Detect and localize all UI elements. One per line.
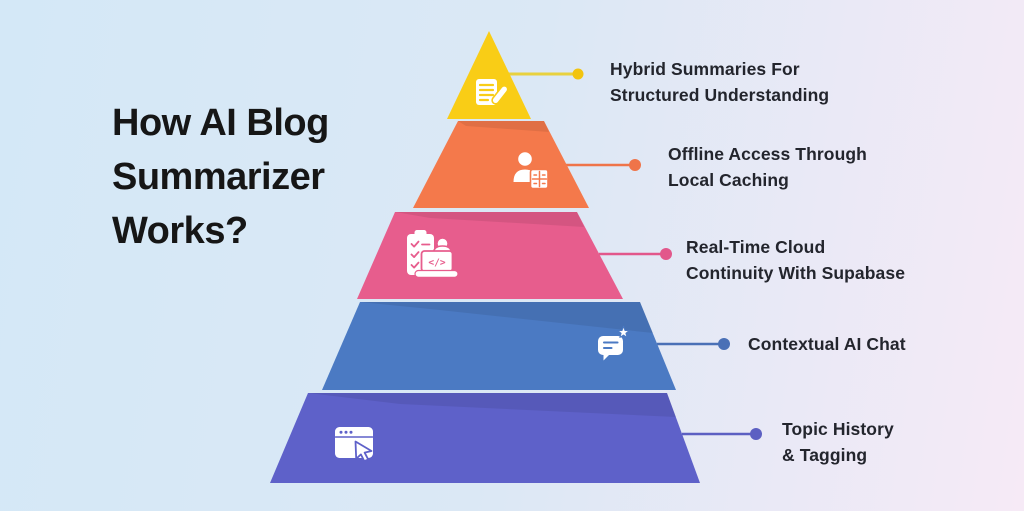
pyramid-level-hybrid-summaries [447, 31, 584, 119]
user-schedule-icon [513, 152, 549, 190]
note-pencil-icon [476, 79, 509, 105]
label-line: Real-Time Cloud [686, 237, 826, 257]
level-label-topic-history: Topic History & Tagging [782, 416, 894, 468]
pyramid-level-realtime-cloud: </> [357, 212, 672, 299]
level-label-contextual-ai-chat: Contextual AI Chat [748, 331, 906, 357]
pyramid-level-topic-history [270, 393, 762, 483]
label-line: Continuity With Supabase [686, 263, 906, 283]
label-line: Local Caching [668, 170, 789, 190]
code-glyph: </> [428, 258, 445, 269]
label-line: Topic History [782, 419, 894, 439]
label-line: Offline Access Through [668, 144, 867, 164]
segment-4-fold-shade [360, 302, 653, 333]
label-line: Hybrid Summaries For [610, 59, 800, 79]
pyramid-level-contextual-ai-chat [322, 302, 730, 390]
pyramid-segment-2 [413, 121, 589, 208]
label-line: Contextual AI Chat [748, 334, 906, 354]
page-title-line-3: Works? [112, 210, 248, 252]
connector-dot-5 [750, 428, 762, 440]
segment-2-fold-shade [458, 121, 549, 132]
chat-star-icon [598, 325, 630, 361]
label-line: Structured Understanding [610, 85, 830, 105]
level-label-offline-access: Offline Access Through Local Caching [668, 141, 867, 193]
level-label-realtime-cloud: Real-Time Cloud Continuity With Supabase [686, 234, 905, 286]
connector-dot-4 [718, 338, 730, 350]
segment-5-fold-shade [308, 393, 676, 417]
connector-dot-2 [629, 159, 641, 171]
pyramid-segment-5 [270, 393, 700, 483]
page-title-line-1: How AI Blog [112, 102, 329, 144]
pyramid-level-offline-access [413, 121, 641, 208]
pyramid-segment-3 [357, 212, 623, 299]
browser-cursor-icon [334, 427, 374, 463]
level-label-hybrid-summaries: Hybrid Summaries For Structured Understa… [610, 56, 829, 108]
page-title-line-2: Summarizer [112, 156, 325, 198]
segment-3-fold-shade [395, 212, 584, 227]
pyramid-segment-1 [447, 31, 531, 119]
connector-dot-1 [572, 68, 584, 80]
pyramid-segment-4 [322, 302, 676, 390]
label-line: & Tagging [782, 445, 868, 465]
checklist-laptop-code-icon: </> [407, 230, 459, 278]
page-title: How AI Blog Summarizer Works? [112, 96, 329, 258]
connector-dot-3 [660, 248, 672, 260]
